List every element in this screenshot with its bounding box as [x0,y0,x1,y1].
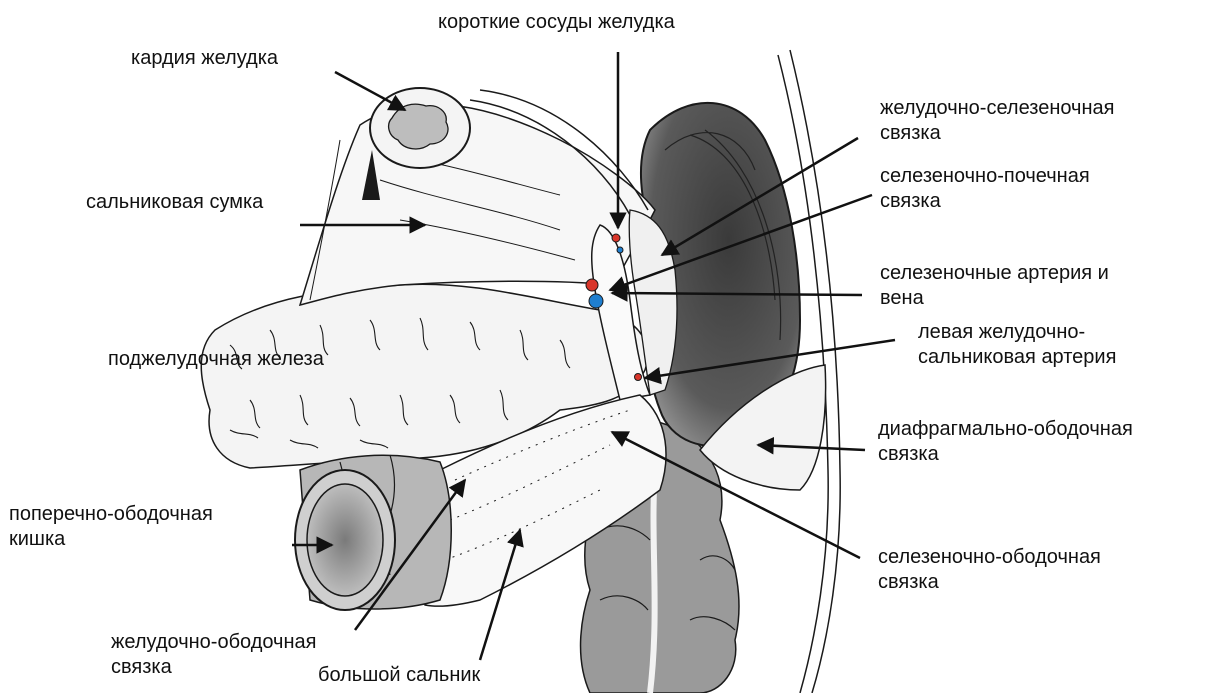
label-cardia: кардия желудка [131,46,278,71]
label-short-gastric-vessels: короткие сосуды желудка [438,10,675,35]
label-splenic-artery-vein: селезеночные артерия и вена [880,261,1109,311]
label-gastrosplenic-ligament: желудочно-селезеночная связка [880,96,1114,146]
left-gastroepiploic-artery [635,374,642,381]
short-gastric-vein [617,247,623,253]
splenic-artery [586,279,598,291]
label-phrenicocolic-ligament: диафрагмально-ободочная связка [878,417,1133,467]
label-left-gastroepiploic-artery: левая желудочно- сальниковая артерия [918,320,1116,370]
splenic-vein [589,294,603,308]
label-pancreas: поджелудочная железа [108,347,324,372]
pointer-cardia [335,72,405,110]
label-transverse-colon: поперечно-ободочная кишка [9,502,213,552]
label-splenorenal-ligament: селезеночно-почечная связка [880,164,1090,214]
label-gastrocolic-ligament: желудочно-ободочная связка [111,630,316,680]
label-omental-bursa: сальниковая сумка [86,190,263,215]
short-gastric-artery [612,234,620,242]
label-greater-omentum: большой сальник [318,663,480,688]
label-splenocolic-ligament: селезеночно-ободочная связка [878,545,1101,595]
